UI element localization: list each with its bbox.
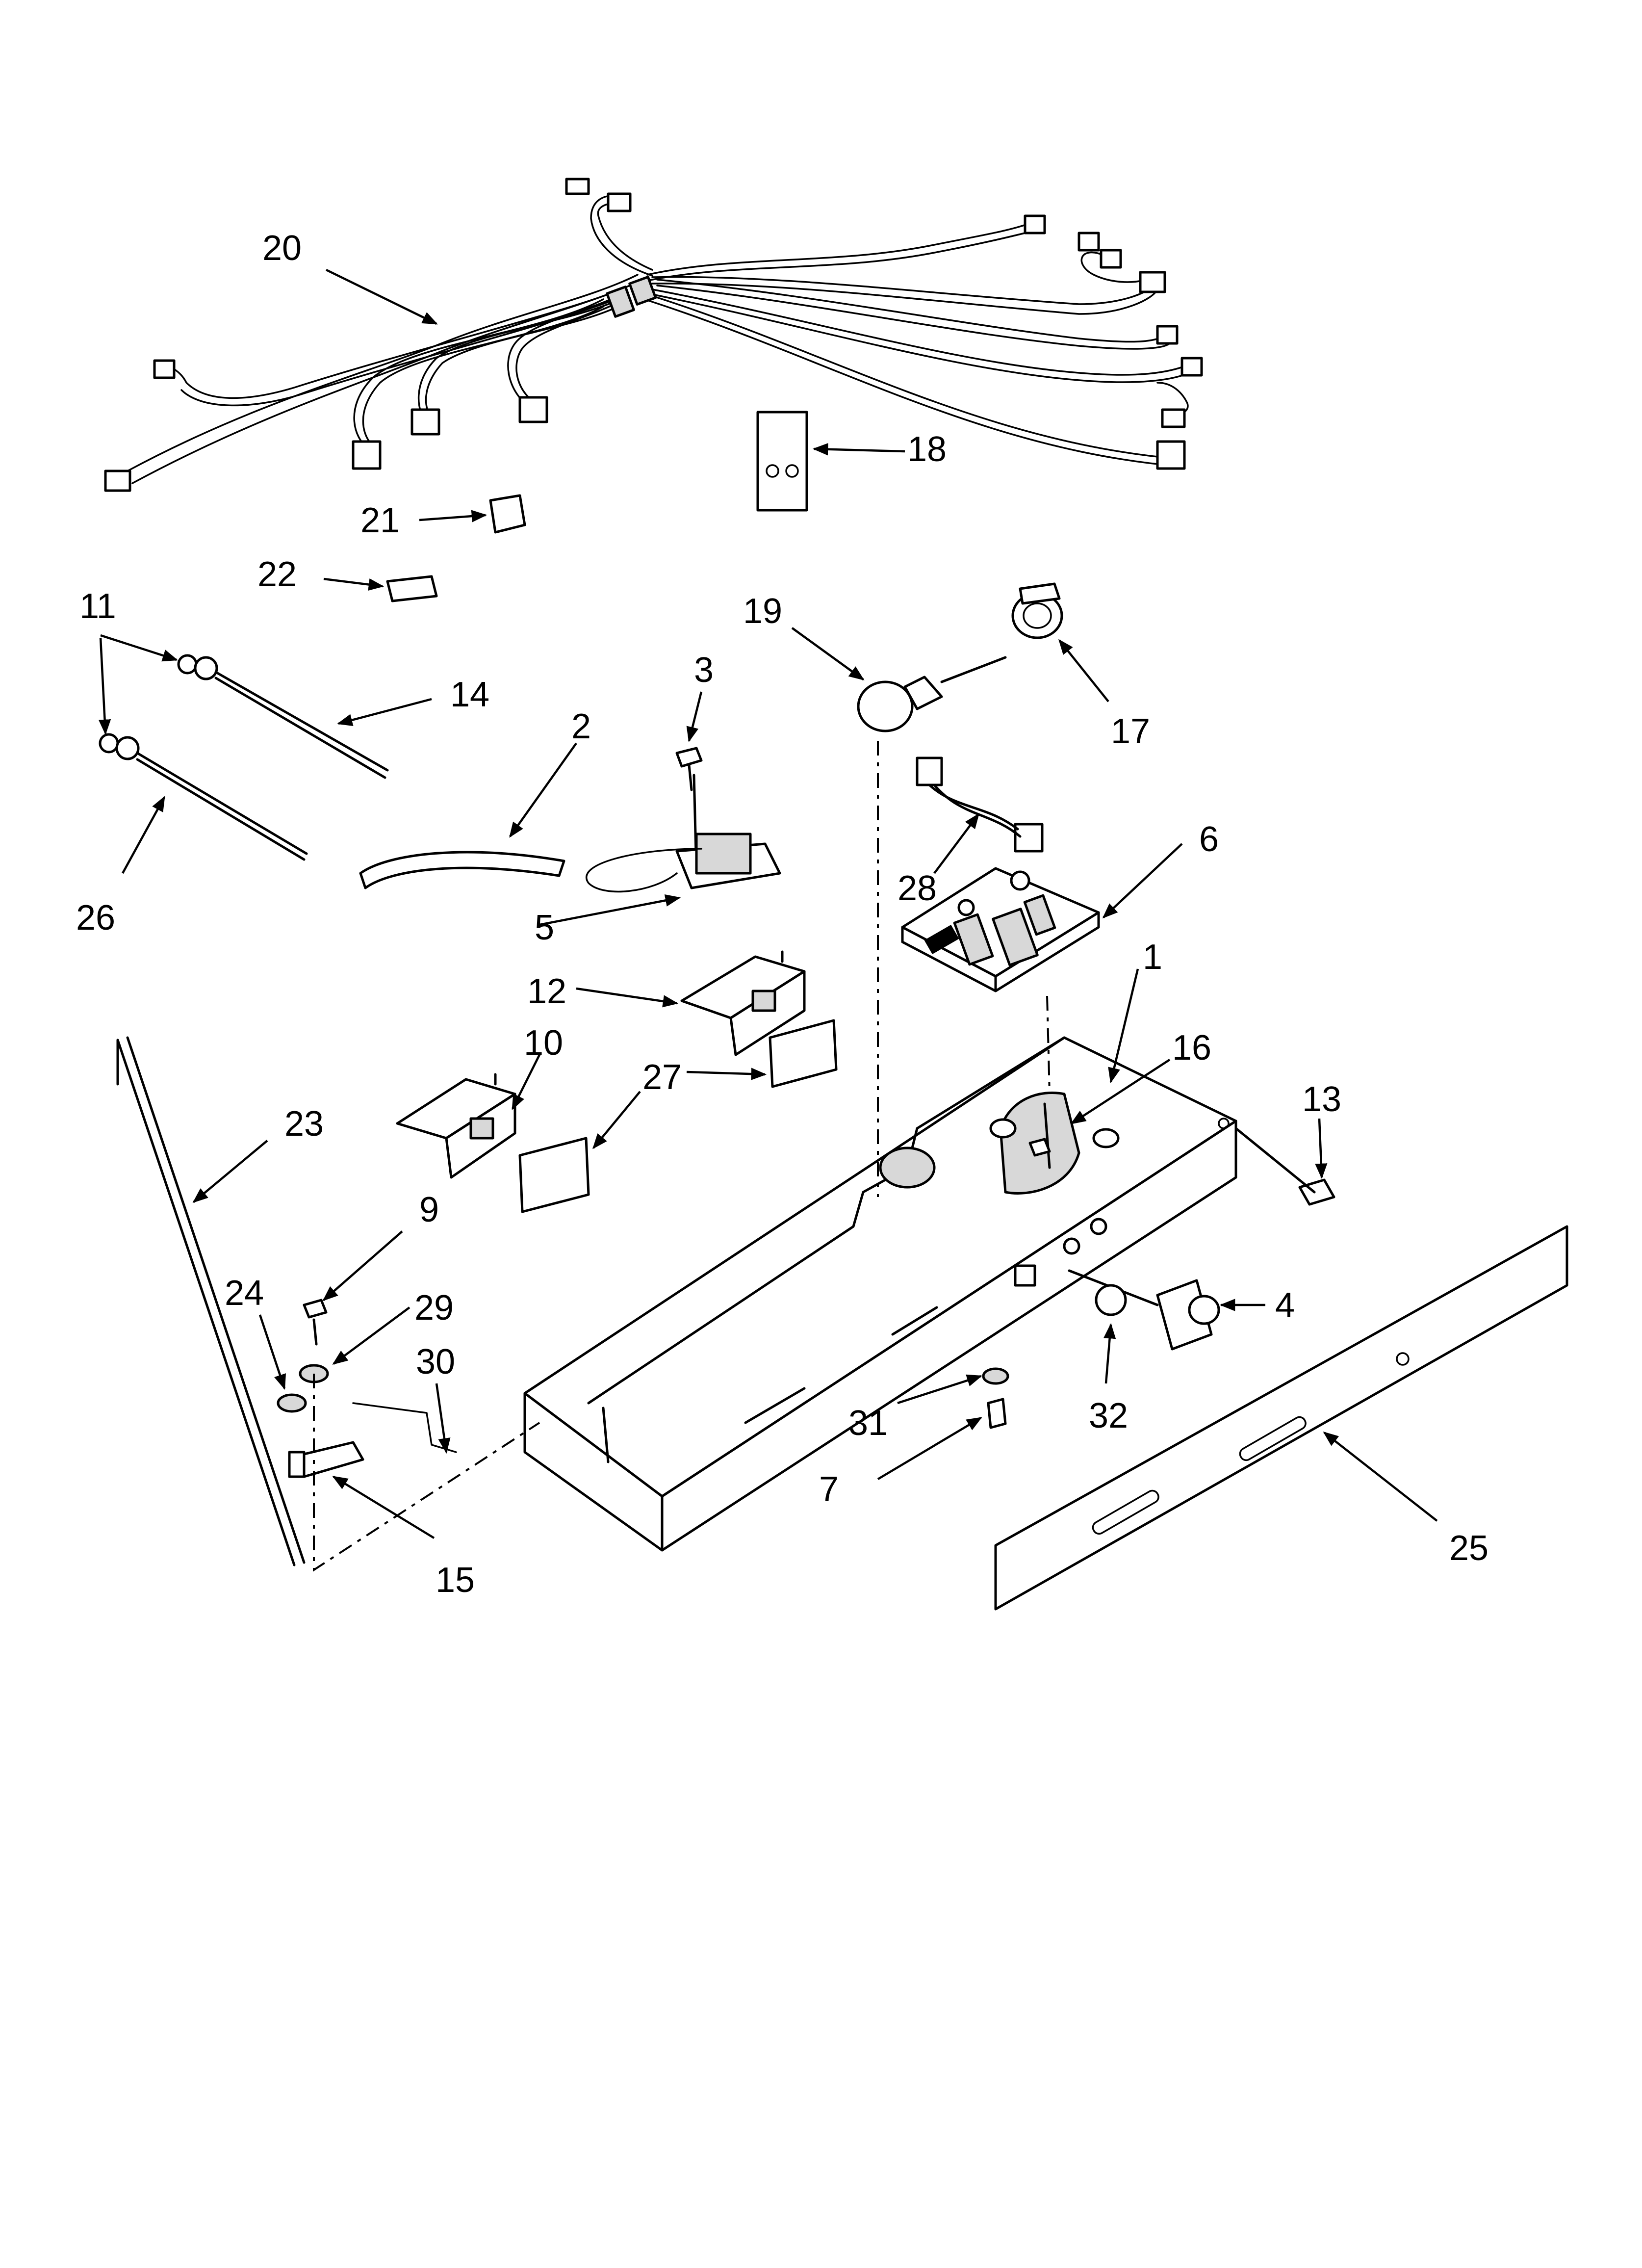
callout-27: 27: [642, 1058, 682, 1097]
callout-11: 11: [79, 587, 116, 626]
screw-13: [1234, 1127, 1335, 1206]
callout-14: 14: [450, 675, 489, 714]
leader-12: [576, 987, 679, 1008]
leader-18: [812, 443, 905, 456]
screw-16: [1028, 1138, 1051, 1157]
housing-1: [523, 1036, 1237, 1552]
callout-10: 10: [524, 1023, 563, 1063]
callout-13: 13: [1302, 1080, 1341, 1119]
leader-25: [1323, 1432, 1438, 1522]
callout-9: 9: [419, 1190, 439, 1229]
leader-13: [1315, 1118, 1328, 1179]
leader-3: [686, 691, 703, 743]
wire-harness: [104, 178, 1203, 492]
leader-21: [419, 510, 487, 522]
callout-19: 19: [743, 592, 782, 631]
hose-2: [359, 851, 565, 889]
leader-1: [1108, 968, 1139, 1084]
bracket-10: [396, 1073, 516, 1179]
callout-30: 30: [416, 1342, 455, 1382]
bulb-19: [857, 656, 1007, 732]
rod-23: [116, 1036, 306, 1566]
callout-22: 22: [257, 555, 297, 594]
callout-17: 17: [1111, 712, 1150, 751]
screw-7: [987, 1398, 1007, 1429]
leader-28: [933, 813, 979, 874]
leader-10: [511, 1054, 541, 1110]
callout-15: 15: [436, 1561, 475, 1600]
callout-20: 20: [262, 229, 302, 268]
callout-26: 26: [76, 898, 115, 938]
callout-32: 32: [1089, 1396, 1128, 1435]
clip-21: [489, 494, 526, 534]
leader-22: [323, 577, 385, 591]
leader-11a: [100, 634, 178, 662]
leader-lines: [98, 268, 1438, 1539]
socket-17: [1011, 582, 1063, 639]
leader-9: [322, 1230, 403, 1302]
washer-31: [982, 1367, 1009, 1385]
leader-31: [897, 1374, 982, 1405]
callout-5: 5: [535, 908, 554, 947]
callout-18: 18: [907, 430, 947, 469]
leader-17: [1058, 639, 1109, 703]
leader-30: [435, 1383, 451, 1454]
leader-15: [332, 1476, 435, 1539]
callout-4: 4: [1275, 1286, 1295, 1325]
callout-28: 28: [898, 869, 937, 908]
leader-32: [1103, 1323, 1116, 1384]
label-27: [518, 1019, 838, 1213]
leader-19: [791, 627, 865, 680]
front-cover-25: [994, 1225, 1568, 1611]
leader-29: [332, 1306, 410, 1365]
callout-21: 21: [360, 501, 400, 540]
leader-20: [326, 268, 438, 325]
switch-4: [1068, 1269, 1220, 1351]
callout-6: 6: [1199, 820, 1219, 859]
callout-29: 29: [414, 1288, 454, 1328]
callout-16: 16: [1172, 1028, 1211, 1068]
hinge-parts: [277, 741, 1051, 1572]
bracket-12: [680, 950, 806, 1056]
leader-26: [122, 796, 165, 874]
button-32: [1095, 1284, 1127, 1316]
leader-2: [509, 742, 577, 838]
tubes-and-seals: [99, 654, 389, 861]
clip-22: [386, 575, 438, 602]
wire-28: [916, 756, 1044, 853]
callout-labels: 20 18 21 22 11 14 26 2 3 5 19 17 28 6 12…: [76, 229, 1488, 1600]
leader-7: [877, 1417, 982, 1480]
callout-23: 23: [284, 1104, 324, 1144]
leader-27b: [592, 1091, 641, 1149]
switch-5: [585, 747, 781, 893]
callout-24: 24: [225, 1274, 264, 1313]
leader-14: [336, 698, 432, 726]
leader-27a: [686, 1068, 767, 1080]
leader-23: [192, 1140, 268, 1203]
callout-3: 3: [694, 651, 714, 690]
callout-1: 1: [1143, 938, 1162, 977]
leader-16: [1070, 1059, 1171, 1124]
leader-6: [1102, 843, 1183, 919]
control-board-6: [901, 867, 1100, 992]
callout-31: 31: [848, 1404, 888, 1443]
leader-5: [539, 894, 681, 926]
callout-25: 25: [1449, 1529, 1488, 1568]
leader-24: [258, 1314, 286, 1390]
callout-7: 7: [819, 1470, 839, 1509]
callout-12: 12: [527, 972, 566, 1011]
leader-11b: [98, 637, 111, 735]
callout-2: 2: [571, 707, 591, 746]
plate-18: [756, 411, 808, 512]
